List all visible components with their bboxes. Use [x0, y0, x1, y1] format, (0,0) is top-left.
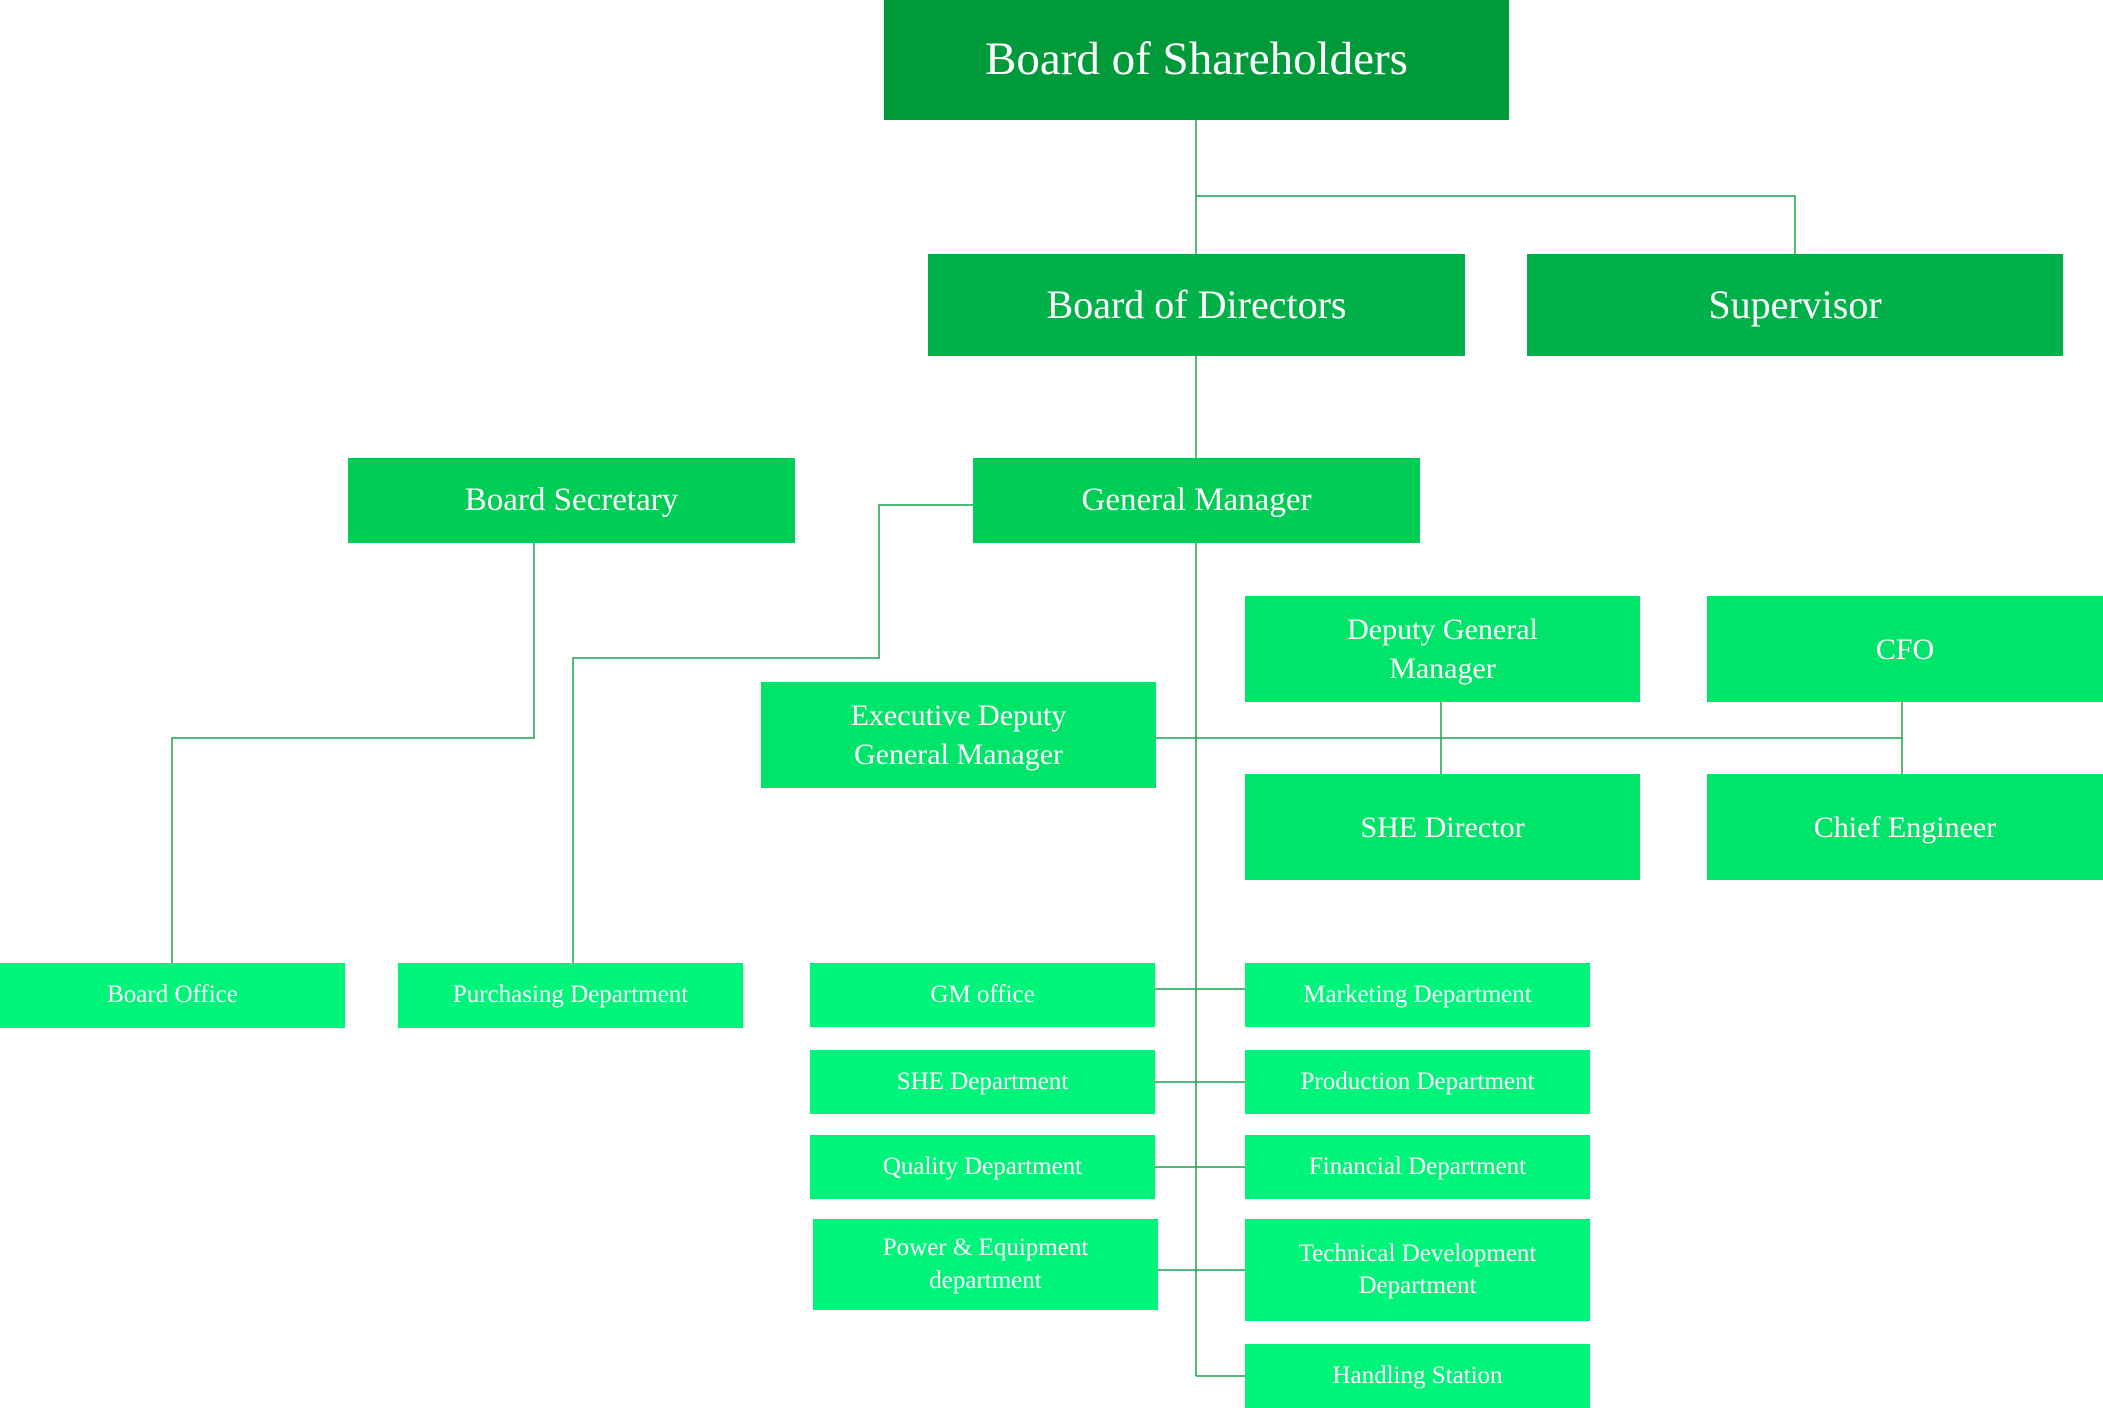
- node-executive-deputy-general-manager: Executive Deputy General Manager: [761, 682, 1156, 788]
- node-financial-department: Financial Department: [1245, 1135, 1590, 1199]
- node-board-office: Board Office: [0, 963, 345, 1028]
- node-deputy-general-manager: Deputy General Manager: [1245, 596, 1640, 702]
- node-she-department: SHE Department: [810, 1050, 1155, 1114]
- node-production-department: Production Department: [1245, 1050, 1590, 1114]
- connector-gm-to-purchasing: [572, 504, 973, 963]
- node-board-of-directors: Board of Directors: [928, 254, 1465, 356]
- node-chief-engineer: Chief Engineer: [1707, 774, 2103, 880]
- node-marketing-department: Marketing Department: [1245, 963, 1590, 1027]
- node-supervisor: Supervisor: [1527, 254, 2063, 356]
- node-technical-development-department: Technical Development Department: [1245, 1219, 1590, 1321]
- node-handling-station: Handling Station: [1245, 1344, 1590, 1408]
- node-purchasing-department: Purchasing Department: [398, 963, 743, 1028]
- node-gm-office: GM office: [810, 963, 1155, 1027]
- node-general-manager: General Manager: [973, 458, 1420, 543]
- node-board-secretary: Board Secretary: [348, 458, 795, 543]
- node-she-director: SHE Director: [1245, 774, 1640, 880]
- node-power-equipment-department: Power & Equipment department: [813, 1219, 1158, 1310]
- connector-secretary-to-board-office: [171, 543, 535, 963]
- node-cfo: CFO: [1707, 596, 2103, 702]
- node-quality-department: Quality Department: [810, 1135, 1155, 1199]
- node-board-of-shareholders: Board of Shareholders: [884, 0, 1509, 120]
- connector-shareholders-to-supervisor: [1196, 195, 1796, 254]
